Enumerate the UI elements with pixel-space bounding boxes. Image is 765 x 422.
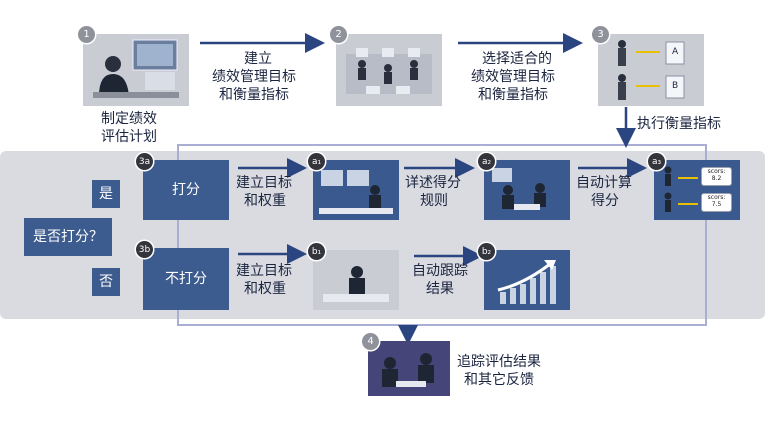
growth-chart-icon (484, 250, 570, 310)
b-arrow1-line1: 建立目标 (236, 262, 292, 280)
office-team-illustration (336, 34, 442, 106)
b-arrow2-line1: 自动跟踪 (412, 262, 468, 280)
a3-badge: a₃ (648, 153, 665, 170)
person-at-computer-illustration (83, 34, 189, 106)
doc-b-letter: B (672, 81, 678, 91)
score-card-2: scors: 7.5 (701, 193, 732, 212)
meeting-illustration (484, 160, 570, 220)
score-2-label: scors: (702, 194, 731, 201)
step4-label-line1: 追踪评估结果 (457, 353, 541, 371)
a-arrow3-line1: 自动计算 (576, 174, 632, 192)
score-1-value: 8.2 (702, 175, 731, 182)
arrow2-label-line1: 选择适合的 (482, 50, 552, 68)
b2-badge: b₂ (478, 243, 495, 260)
no-score-node: 不打分 (143, 248, 229, 310)
score-node: 打分 (143, 160, 229, 220)
arrow2-label-line2: 绩效管理目标 (471, 68, 555, 86)
a-arrow3-line2: 得分 (591, 192, 619, 210)
b-arrow2-line2: 结果 (426, 280, 454, 298)
step4-label-line2: 和其它反馈 (464, 371, 534, 389)
set-goals-illustration (313, 160, 399, 220)
branch-a-badge: 3a (136, 153, 153, 170)
review-meeting-illustration (368, 341, 450, 396)
arrow1-label-line1: 建立 (244, 50, 272, 68)
a-arrow2-line1: 详述得分 (405, 174, 461, 192)
step1-label-line1: 制定绩效 (101, 110, 157, 128)
a-arrow2-line2: 规则 (420, 192, 448, 210)
step1-image (83, 34, 189, 106)
set-goals-desk-illustration (313, 250, 399, 310)
b1-badge: b₁ (308, 243, 325, 260)
a1-image (313, 160, 399, 220)
step1-label-line2: 评估计划 (101, 128, 157, 146)
step2-badge: 2 (330, 26, 347, 43)
step1-badge: 1 (78, 26, 95, 43)
b1-image (313, 250, 399, 310)
a2-badge: a₂ (478, 153, 495, 170)
step4-image (368, 341, 450, 396)
yes-node: 是 (92, 180, 120, 208)
a-arrow1-line1: 建立目标 (236, 174, 292, 192)
decision-node: 是否打分？ (24, 218, 112, 256)
step3-badge: 3 (592, 26, 609, 43)
execute-metrics-label: 执行衡量指标 (637, 115, 721, 133)
a-arrow1-line2: 和权重 (244, 192, 286, 210)
step3-image (598, 34, 704, 106)
b-arrow1-line2: 和权重 (244, 280, 286, 298)
a2-image (484, 160, 570, 220)
no-node: 否 (92, 268, 120, 296)
arrow2-label-line3: 和衡量指标 (478, 86, 548, 104)
choose-document-illustration (598, 34, 704, 106)
arrow1-label-line3: 和衡量指标 (219, 86, 289, 104)
step4-badge: 4 (362, 333, 379, 350)
score-1-label: scors: (702, 168, 731, 175)
b2-image (484, 250, 570, 310)
arrow1-label-line2: 绩效管理目标 (212, 68, 296, 86)
step2-image (336, 34, 442, 106)
a1-badge: a₁ (308, 153, 325, 170)
branch-b-badge: 3b (136, 241, 153, 258)
score-2-value: 7.5 (702, 201, 731, 208)
score-card-1: scors: 8.2 (701, 167, 732, 186)
doc-a-letter: A (672, 47, 678, 57)
